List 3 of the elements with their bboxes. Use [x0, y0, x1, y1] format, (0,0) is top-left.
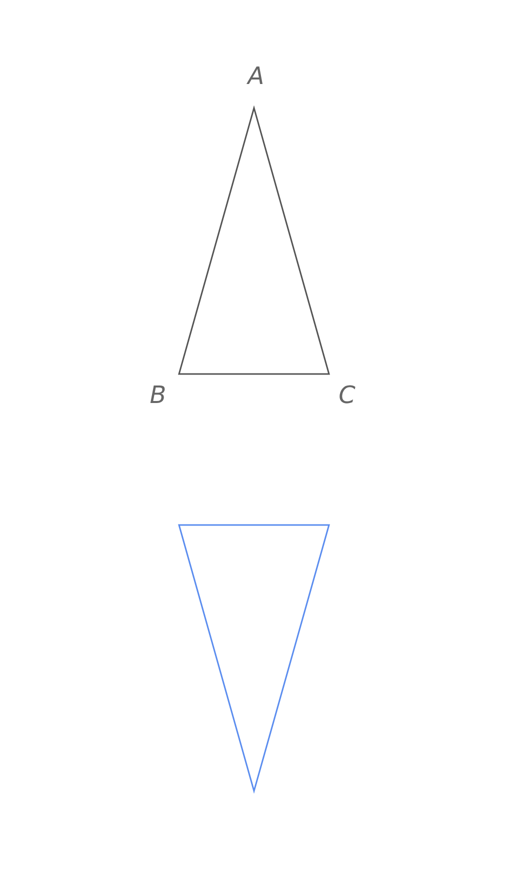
vertex-label: C — [338, 383, 356, 407]
vertex-label: B — [150, 383, 166, 407]
vertex-label: A — [248, 64, 264, 88]
